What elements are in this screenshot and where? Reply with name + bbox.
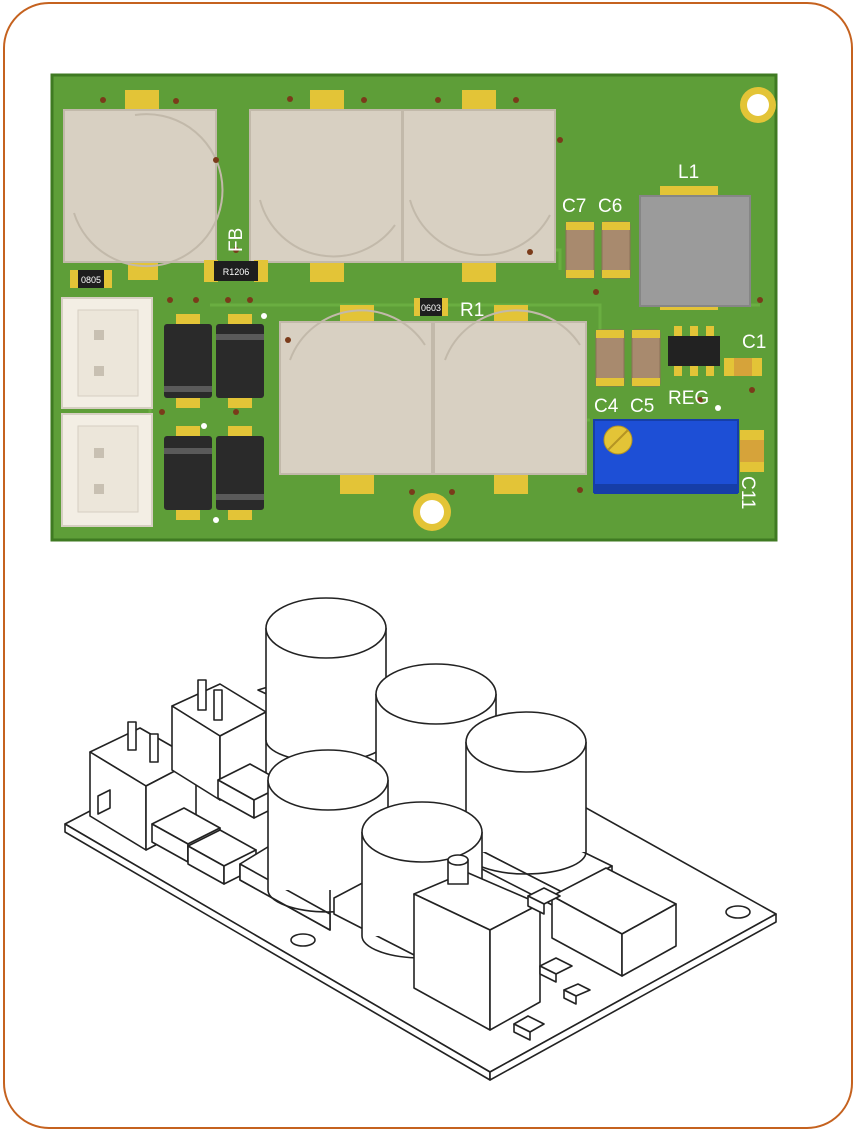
pcb-top-view: 0805 R1206 0603 [50,73,778,542]
ceramic-capacitor [565,221,661,387]
package-label: 0603 [421,303,441,313]
electrolytic-capacitor [63,90,224,280]
designator-c1: C1 [742,332,766,353]
electrolytic-capacitor [249,90,403,282]
diode [216,426,264,520]
diode [164,314,212,408]
regulator-ic [668,326,720,376]
designator-fb: FB [226,228,247,252]
trimmer-potentiometer [593,419,739,494]
package-label: 0805 [81,275,101,285]
designator-l1: L1 [678,162,699,183]
ceramic-capacitor-c11 [740,430,764,472]
mounting-hole [413,493,451,531]
electrolytic-capacitor [402,90,556,282]
diode [216,314,264,408]
vias-white [201,313,721,523]
electrolytic-capacitor [279,305,433,494]
resistor-0805: 0805 [70,270,112,288]
diode [164,426,212,520]
designator-c11: C11 [737,476,758,509]
designator-c6: C6 [598,196,622,217]
inductor [639,186,751,310]
connector [61,297,153,409]
designator-c7: C7 [562,196,586,217]
connector [61,413,153,527]
designator-r1: R1 [460,300,484,321]
ceramic-capacitor-pads [566,222,660,386]
pcb-isometric-view [64,597,777,1081]
resistor-0603: 0603 [414,298,448,316]
ceramic-capacitor-c1 [724,358,762,376]
iso-smd-parts [513,887,591,1041]
designator-c4: C4 [594,396,619,417]
designator-reg: REG [668,388,709,409]
iso-inductor [551,867,677,977]
iso-trimmer [413,854,541,1031]
electrolytic-capacitor [433,305,587,494]
package-label: R1206 [223,267,250,277]
vias [100,96,763,495]
designator-c5: C5 [630,396,654,417]
iso-electrolytic-capacitor [239,749,389,931]
resistor-r1206: R1206 [204,260,268,282]
mounting-hole [740,87,776,123]
